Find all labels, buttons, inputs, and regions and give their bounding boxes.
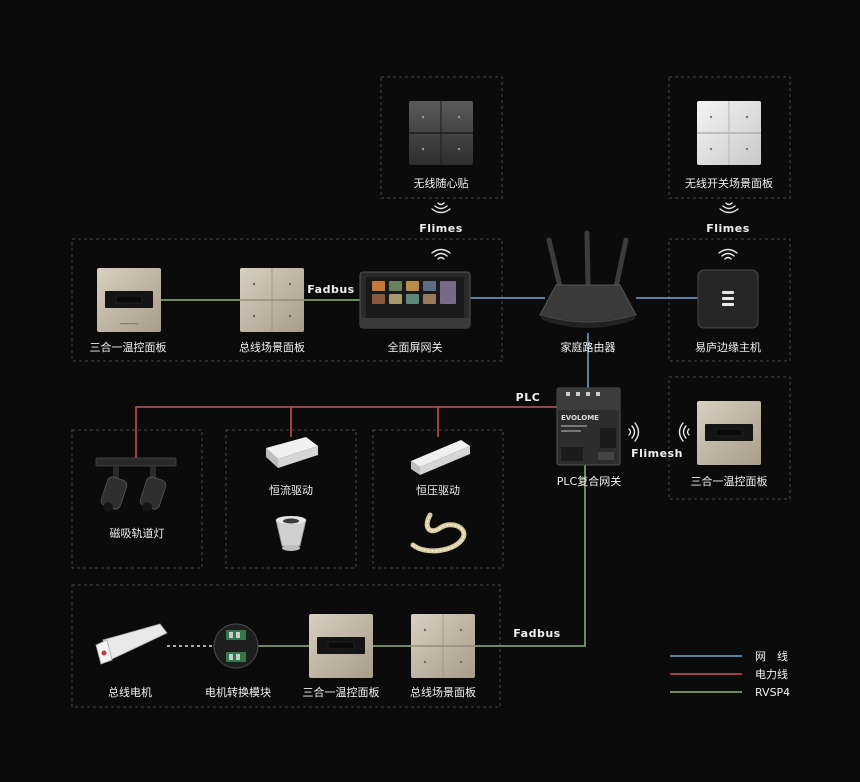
cc-driver-label: 恒流驱动 xyxy=(269,483,313,497)
power-line-main xyxy=(135,406,557,458)
bus-scene-panel-bottom-device xyxy=(411,614,475,678)
wireless-wave-icon xyxy=(431,248,451,260)
edge-host-box xyxy=(668,238,791,362)
protocol-flimes-left: Flimes xyxy=(419,222,463,235)
full-screen-gateway-label: 全面屏网关 xyxy=(388,340,443,354)
protocol-flimesh: Flimesh xyxy=(631,447,683,460)
bus-scene-panel-top-device xyxy=(240,268,304,332)
protocol-plc: PLC xyxy=(516,391,541,404)
legend-label-power: 电力线 xyxy=(755,667,788,681)
wireless-switch-panel-device xyxy=(697,101,761,165)
legend: 网 线 电力线 RVSP4 xyxy=(670,649,790,699)
cc-driver-box xyxy=(225,429,357,569)
motor-module-label: 电机转换模块 xyxy=(205,685,271,699)
protocol-fadbus-top: Fadbus xyxy=(307,283,354,296)
rvsp4-line-plc-bottom xyxy=(473,465,586,647)
home-router-label: 家庭路由器 xyxy=(561,340,616,354)
wireless-wave-icon xyxy=(678,422,690,442)
track-light-label: 磁吸轨道灯 xyxy=(110,526,165,540)
thermo-right-box xyxy=(668,376,791,500)
wireless-wave-icon xyxy=(719,202,739,214)
cv-driver-box xyxy=(372,429,504,569)
wireless-sticker-box xyxy=(380,76,503,199)
wireless-wave-icon xyxy=(628,422,640,442)
edge-host-device xyxy=(697,269,759,329)
motor-module-device xyxy=(213,623,259,669)
wireless-wave-icon xyxy=(431,202,451,214)
protocol-flimes-right: Flimes xyxy=(706,222,750,235)
legend-label-rvsp4: RVSP4 xyxy=(755,686,790,699)
bus-scene-panel-bottom-label: 总线场景面板 xyxy=(410,685,476,699)
legend-label-network: 网 线 xyxy=(755,649,788,663)
plc-gateway-device: EVOLOME xyxy=(556,387,621,466)
cv-driver-label: 恒压驱动 xyxy=(416,484,460,497)
thermo-panel-top-label: 三合一温控面板 xyxy=(90,340,167,354)
downlight-device xyxy=(275,516,307,551)
protocol-fadbus-bottom: Fadbus xyxy=(513,627,560,640)
thermo-panel-bottom-label: 三合一温控面板 xyxy=(303,685,380,699)
edge-host-label: 易庐边缘主机 xyxy=(695,340,761,354)
thermo-panel-bottom-device xyxy=(309,614,373,678)
thermo-panel-right-label: 三合一温控面板 xyxy=(691,474,768,488)
bus-motor-device xyxy=(95,623,168,665)
track-light-box xyxy=(71,429,203,569)
plc-brand: EVOLOME xyxy=(561,414,599,422)
wireless-sticker-label: 无线随心贴 xyxy=(414,176,469,190)
thermo-panel-right-device xyxy=(697,401,761,465)
bus-scene-panel-top-label: 总线场景面板 xyxy=(239,340,305,354)
wireless-switch-box xyxy=(668,76,791,199)
home-router-device xyxy=(539,230,637,328)
thermo-panel-top-device xyxy=(97,268,161,332)
led-strip-device xyxy=(410,512,467,554)
cc-driver-device xyxy=(266,437,318,468)
plc-gateway-label: PLC复合网关 xyxy=(557,474,621,488)
wireless-sticker-device xyxy=(409,101,473,165)
track-light-device xyxy=(95,457,177,512)
wireless-switch-panel-label: 无线开关场景面板 xyxy=(685,176,773,190)
bus-motor-label: 总线电机 xyxy=(108,685,152,699)
wireless-wave-icon xyxy=(718,248,738,260)
cv-driver-device xyxy=(411,440,470,475)
full-screen-gateway-device xyxy=(359,271,471,329)
